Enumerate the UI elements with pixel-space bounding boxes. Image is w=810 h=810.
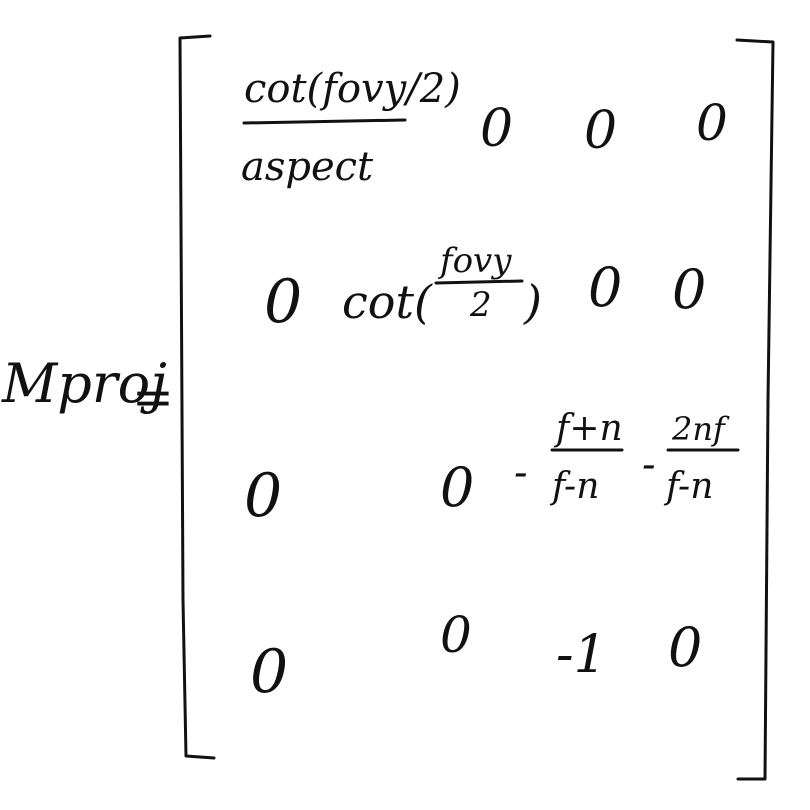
matrix-cell-r4c4: 0 — [668, 616, 702, 679]
cell-r2c2-fraction-bar — [434, 279, 524, 285]
matrix-cell-r1c2: 0 — [480, 99, 513, 159]
matrix-name-label: Mproj — [1, 352, 167, 415]
matrix-cell-r2c3: 0 — [588, 256, 622, 319]
matrix-cell-r3c1: 0 — [244, 461, 282, 531]
cell-r2c2-prefix: cot( — [342, 275, 433, 329]
cell-r2c2-suffix: ) — [523, 275, 542, 329]
cell-r3c4-sign: - — [642, 442, 656, 488]
matrix-cell-r2c2: cot( fovy 2 ) — [342, 241, 542, 329]
matrix-cell-r4c3: -1 — [556, 625, 607, 685]
matrix-cell-r3c3: - f+n f-n — [514, 408, 624, 507]
right-bracket — [735, 38, 775, 781]
cell-r3c3-numerator: f+n — [553, 408, 623, 449]
cell-r2c2-numerator: fovy — [437, 241, 512, 281]
cell-r2c2-denominator: 2 — [469, 285, 492, 325]
cell-r3c3-denominator: f-n — [549, 466, 599, 507]
matrix-cell-r3c2: 0 — [440, 456, 474, 519]
cell-r3c4-numerator: 2nf — [671, 410, 730, 448]
left-bracket — [178, 34, 216, 760]
matrix-cell-r4c1: 0 — [250, 637, 288, 707]
matrix-cell-r1c1: cot(fovy/2) aspect — [241, 66, 461, 190]
matrix-cell-r3c4: - 2nf f-n — [642, 410, 740, 507]
matrix-cell-r2c4: 0 — [672, 258, 706, 321]
cell-r1c1-numerator: cot(fovy/2) — [244, 66, 461, 112]
cell-r1c1-denominator: aspect — [241, 144, 374, 190]
cell-r3c4-denominator: f-n — [663, 466, 713, 507]
matrix-cell-r1c4: 0 — [696, 94, 728, 152]
matrix-cell-r1c3: 0 — [584, 101, 617, 161]
cell-r1c1-fraction-bar — [242, 118, 407, 125]
cell-r3c3-sign: - — [514, 450, 528, 496]
matrix-cell-r2c1: 0 — [264, 267, 302, 337]
equals-sign: = — [132, 368, 174, 426]
matrix-cell-r4c2: 0 — [440, 606, 472, 664]
